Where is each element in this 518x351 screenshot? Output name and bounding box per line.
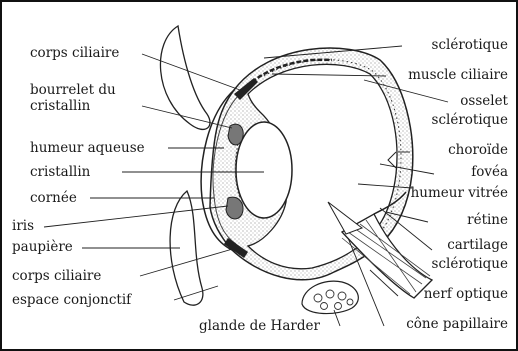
label-muscle-ciliaire: muscle ciliaire <box>408 68 508 83</box>
label-fovea: fovéa <box>471 165 508 180</box>
iris-lower <box>226 197 243 219</box>
label-bourrelet-line1: bourrelet du <box>30 83 116 98</box>
lens <box>236 122 292 218</box>
label-cone-papillaire: cône papillaire <box>406 317 508 332</box>
label-cartilage: cartilage <box>447 238 508 253</box>
label-humeur-vitree: humeur vitrée <box>411 186 508 201</box>
label-glande-de-harder: glande de Harder <box>199 319 320 334</box>
label-choroide: choroïde <box>448 143 508 158</box>
label-cornee: cornée <box>30 191 77 206</box>
harder-gland <box>302 281 358 313</box>
label-bourrelet-line2: cristallin <box>30 99 90 114</box>
label-retine: rétine <box>467 213 508 228</box>
label-corps-ciliaire-bottom: corps ciliaire <box>12 269 101 284</box>
label-humeur-aqueuse: humeur aqueuse <box>30 141 145 156</box>
upper-eyelid <box>160 26 210 129</box>
label-corps-ciliaire-top: corps ciliaire <box>30 46 119 61</box>
label-sclerotique: sclérotique <box>432 38 508 53</box>
label-nerf-optique: nerf optique <box>424 287 508 302</box>
label-espace-conjonctif: espace conjonctif <box>12 293 131 308</box>
label-osselet: osselet <box>460 94 508 109</box>
label-cartilage-sclerotique: sclérotique <box>432 257 508 272</box>
label-iris: iris <box>12 219 34 234</box>
label-osselet-sclerotique: sclérotique <box>432 113 508 128</box>
label-cristallin: cristallin <box>30 165 90 180</box>
label-paupiere: paupière <box>12 240 73 255</box>
